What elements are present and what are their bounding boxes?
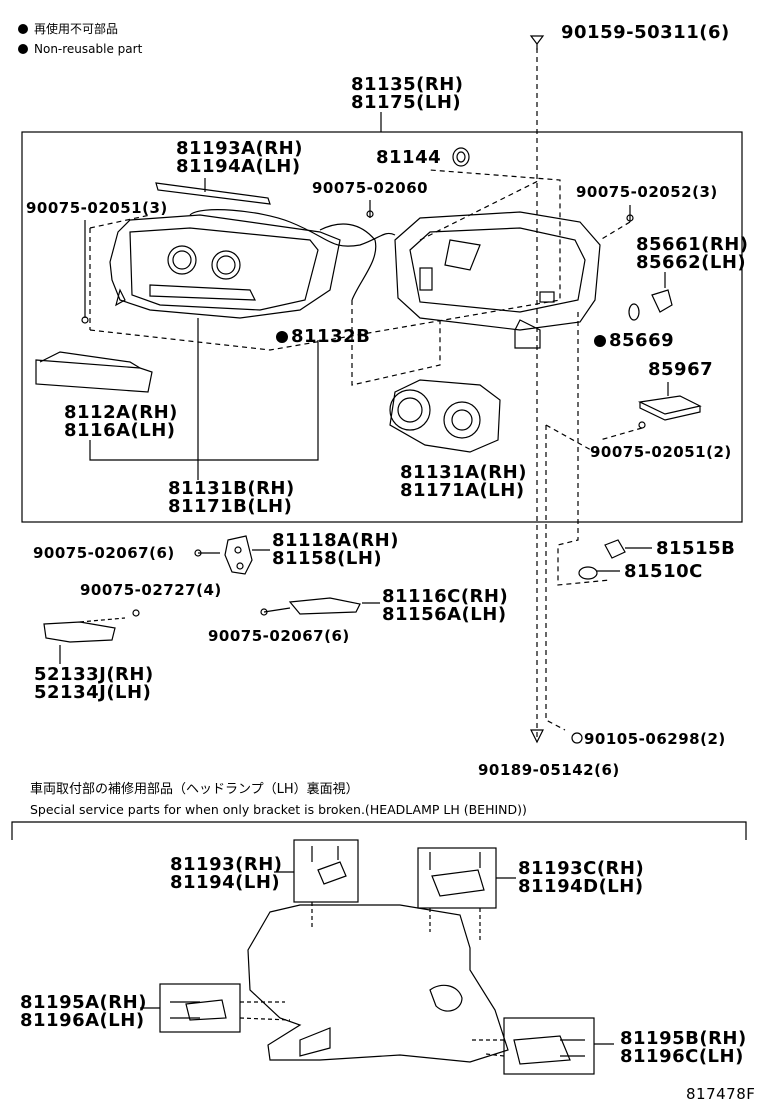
part-81193a bbox=[155, 182, 271, 205]
label-81135: 81135(RH) bbox=[351, 74, 464, 95]
part-81116c bbox=[288, 597, 361, 615]
label-90159-50311: 90159-50311(6) bbox=[561, 22, 730, 43]
label-52134j: 52134J(LH) bbox=[34, 682, 152, 703]
legend-nonreusable-en: Non-reusable part bbox=[18, 42, 142, 56]
label-90075-02067-b: 90075-02067(6) bbox=[208, 627, 350, 645]
part-81118a bbox=[224, 535, 253, 575]
label-85661: 85661(RH) bbox=[636, 234, 749, 255]
label-81515b: 81515B bbox=[656, 538, 736, 559]
label-81195b: 81195B(RH) bbox=[620, 1028, 747, 1049]
headlamp-back-housing bbox=[394, 211, 601, 331]
label-81118a: 81118A(RH) bbox=[272, 530, 399, 551]
label-81194: 81194(LH) bbox=[170, 872, 281, 893]
part-81144 bbox=[452, 147, 470, 167]
nonreusable-dot-icon bbox=[594, 335, 606, 347]
part-81515b bbox=[604, 539, 626, 559]
box-81195b bbox=[503, 1017, 595, 1075]
label-90189-05142: 90189-05142(6) bbox=[478, 761, 620, 779]
label-90075-02060: 90075-02060 bbox=[312, 179, 429, 197]
part-85669 bbox=[628, 303, 640, 321]
label-81193a: 81193A(RH) bbox=[176, 138, 303, 159]
label-90075-02067-a: 90075-02067(6) bbox=[33, 544, 175, 562]
part-81510c bbox=[578, 566, 598, 580]
label-81144: 81144 bbox=[376, 147, 442, 168]
label-8116a: 8116A(LH) bbox=[64, 420, 176, 441]
label-81156a: 81156A(LH) bbox=[382, 604, 507, 625]
label-90075-02051-2: 90075-02051(2) bbox=[590, 443, 732, 461]
label-81193: 81193(RH) bbox=[170, 854, 283, 875]
label-85669: 85669 bbox=[594, 332, 674, 350]
part-85661 bbox=[651, 289, 673, 313]
note-en: Special service parts for when only brac… bbox=[30, 802, 527, 817]
label-52133j: 52133J(RH) bbox=[34, 664, 154, 685]
box-81195a bbox=[159, 983, 241, 1033]
part-52133j bbox=[43, 621, 116, 643]
label-81510c: 81510C bbox=[624, 561, 703, 582]
diagram-reference-code: 817478F bbox=[686, 1085, 756, 1103]
label-81175: 81175(LH) bbox=[351, 92, 462, 113]
label-81132b: 81132B bbox=[276, 328, 370, 346]
label-81194a: 81194A(LH) bbox=[176, 156, 301, 177]
label-8112a: 8112A(RH) bbox=[64, 402, 178, 423]
label-90075-02052: 90075-02052(3) bbox=[576, 183, 718, 201]
label-81116c: 81116C(RH) bbox=[382, 586, 509, 607]
label-81171b: 81171B(LH) bbox=[168, 496, 293, 517]
label-81196a: 81196A(LH) bbox=[20, 1010, 145, 1031]
box-81193 bbox=[293, 839, 359, 903]
legend-nonreusable-jp: 再使用不可部品 bbox=[18, 22, 118, 36]
label-81131b: 81131B(RH) bbox=[168, 478, 295, 499]
label-81193c: 81193C(RH) bbox=[518, 858, 645, 879]
label-85662: 85662(LH) bbox=[636, 252, 747, 273]
assembly-frame bbox=[21, 131, 743, 523]
label-81195a: 81195A(RH) bbox=[20, 992, 147, 1013]
label-81131a: 81131A(RH) bbox=[400, 462, 527, 483]
headlamp-housing bbox=[109, 214, 341, 319]
nonreusable-dot-icon bbox=[18, 24, 28, 34]
label-81194d: 81194D(LH) bbox=[518, 876, 644, 897]
label-90075-02727: 90075-02727(4) bbox=[80, 581, 222, 599]
label-81196c: 81196C(LH) bbox=[620, 1046, 744, 1067]
nonreusable-dot-icon bbox=[18, 44, 28, 54]
part-85967 bbox=[637, 395, 702, 415]
label-90105-06298: 90105-06298(2) bbox=[584, 730, 726, 748]
label-85967: 85967 bbox=[648, 359, 714, 380]
label-81171a: 81171A(LH) bbox=[400, 480, 525, 501]
rear-housing bbox=[247, 904, 509, 1063]
label-81158: 81158(LH) bbox=[272, 548, 383, 569]
label-90075-02051-3: 90075-02051(3) bbox=[26, 199, 168, 217]
nonreusable-dot-icon bbox=[276, 331, 288, 343]
part-81131a bbox=[389, 379, 501, 453]
part-8112a bbox=[35, 359, 153, 393]
note-jp: 車両取付部の補修用部品（ヘッドランプ（LH）裏面視） bbox=[30, 782, 359, 797]
